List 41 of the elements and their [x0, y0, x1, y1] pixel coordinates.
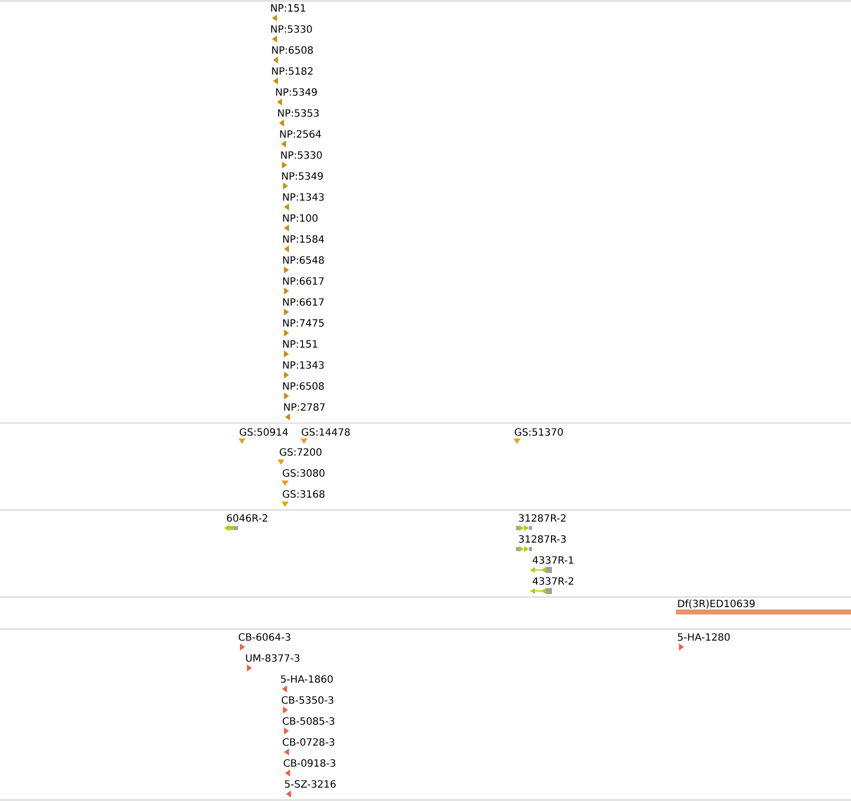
feature-label: NP:1584	[283, 235, 324, 243]
feature-label: GS:50914	[240, 428, 288, 436]
feature-label: NP:5349	[282, 172, 323, 180]
feature-label: GS:3168	[282, 490, 324, 498]
feature-label: Df(3R)ED10639	[678, 600, 755, 608]
feature-label: NP:6617	[283, 277, 324, 285]
feature-label: NP:151	[271, 4, 306, 12]
feature-label: CB-6064-3	[238, 633, 290, 641]
feature-label: CB-5350-3	[282, 696, 334, 704]
feature-label: GS:51370	[514, 428, 563, 436]
feature-label: 5-SZ-3216	[284, 780, 336, 788]
feature-label: NP:1343	[283, 361, 324, 369]
feature-label: NP:100	[283, 214, 318, 222]
feature-label: NP:151	[283, 340, 318, 348]
feature-label: NP:5330	[281, 151, 322, 159]
feature-label: 31287R-3	[518, 535, 566, 543]
feature-label: NP:5182	[272, 67, 313, 75]
feature-label: 5-HA-1860	[280, 675, 333, 683]
feature-label: UM-8377-3	[246, 654, 300, 662]
feature-label: GS:14478	[302, 428, 350, 436]
feature-label: 6046R-2	[226, 514, 268, 522]
feature-label: NP:6617	[283, 298, 324, 306]
feature-label: 5-HA-1280	[678, 633, 730, 641]
feature-label: CB-0728-3	[282, 738, 334, 746]
feature-label: NP:7475	[283, 319, 324, 327]
feature-label: NP:6508	[283, 382, 324, 390]
feature-label: NP:5330	[271, 25, 312, 33]
feature-label: 4337R-2	[532, 577, 574, 585]
feature-label: NP:1343	[283, 193, 324, 201]
feature-label: GS:3080	[282, 469, 324, 477]
feature-label: 4337R-1	[532, 556, 574, 564]
feature-label: CB-0918-3	[284, 759, 336, 767]
feature-label: NP:5349	[276, 88, 317, 96]
feature-label: NP:6548	[283, 256, 324, 264]
feature-label: GS:7200	[280, 448, 322, 456]
feature-label: 31287R-2	[518, 514, 566, 522]
feature-label: CB-5085-3	[282, 717, 334, 725]
feature-label: NP:6508	[272, 46, 313, 54]
feature-label: NP:2564	[280, 130, 321, 138]
feature-label: NP:5353	[278, 109, 319, 117]
feature-label: NP:2787	[284, 403, 325, 411]
